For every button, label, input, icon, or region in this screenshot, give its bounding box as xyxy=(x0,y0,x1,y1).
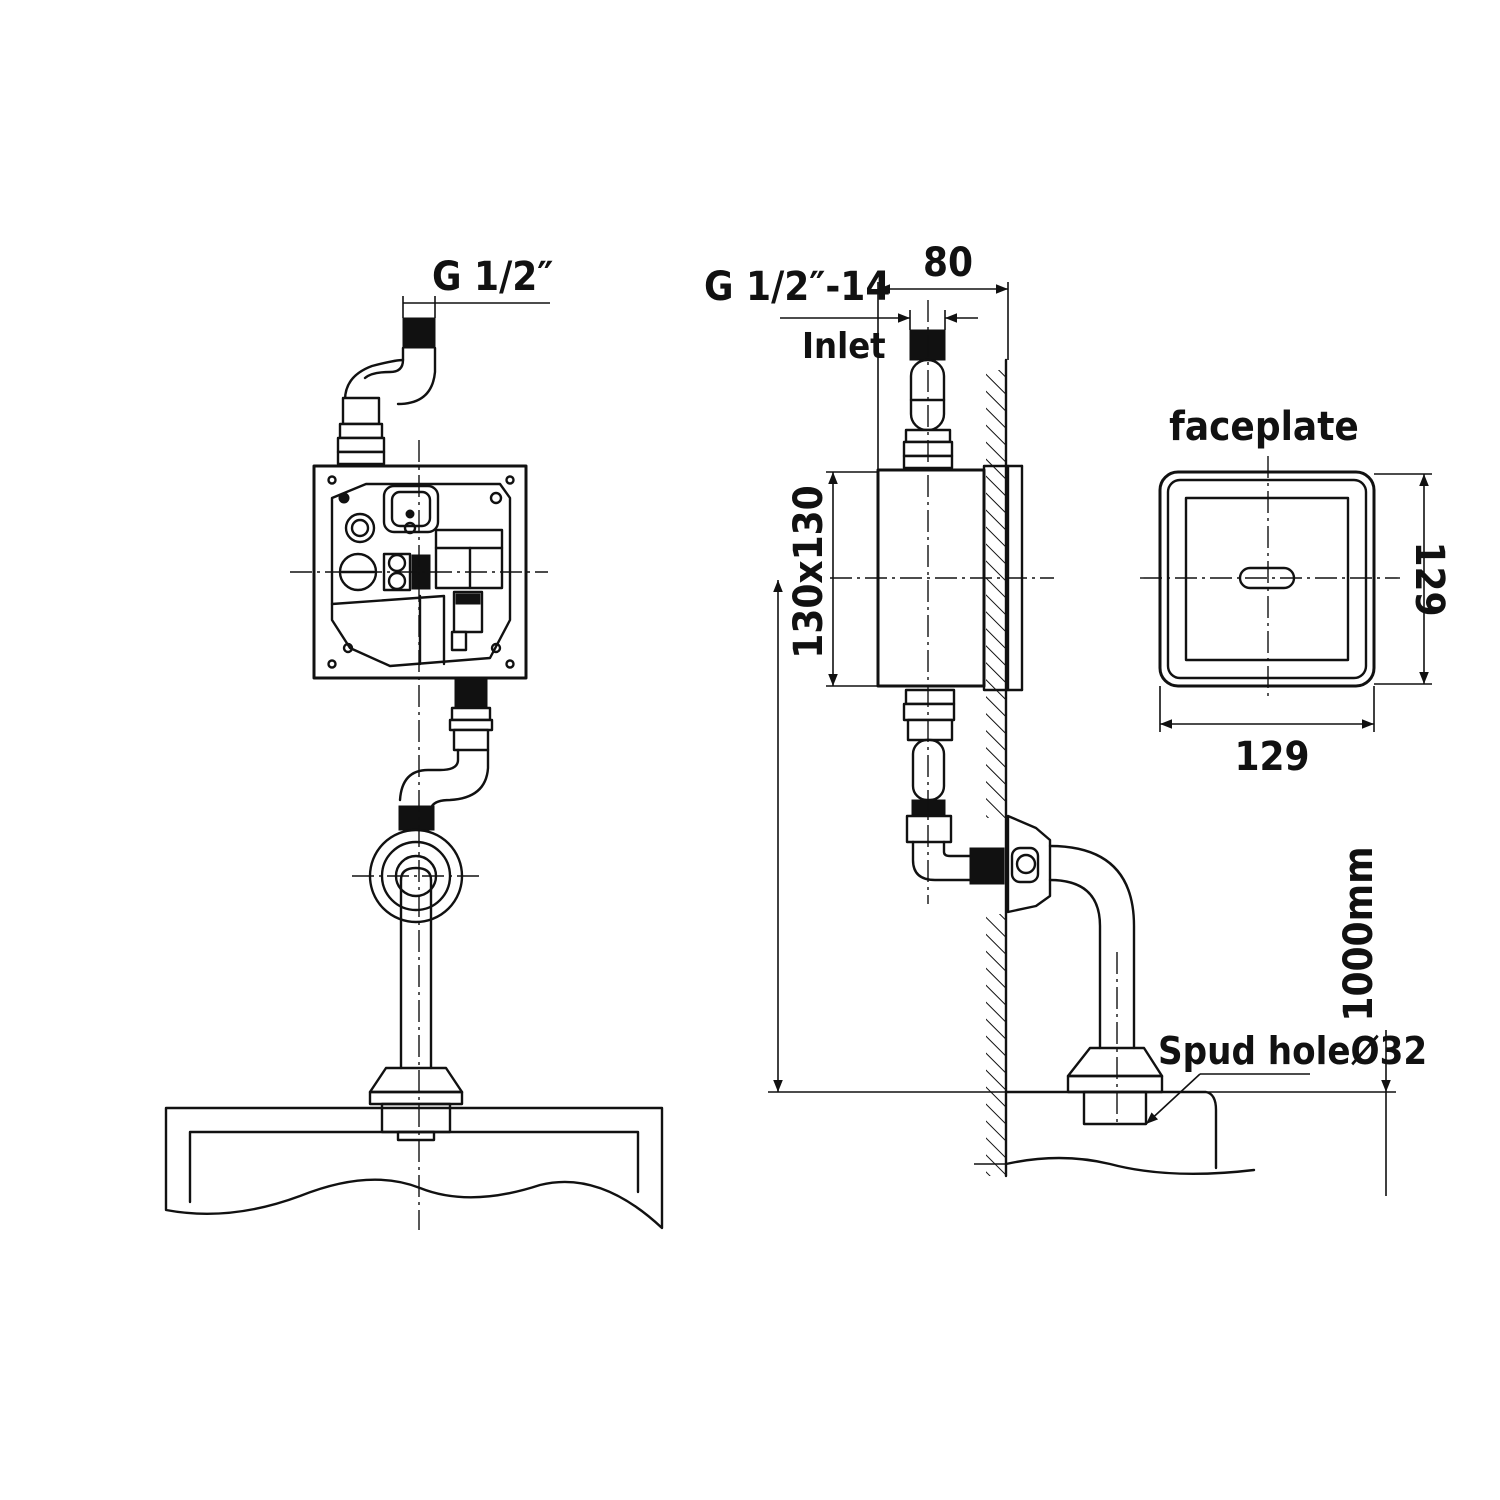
side-thread-label: G 1/2″-14 xyxy=(704,264,890,310)
depth-dimension xyxy=(877,282,1009,470)
faceplate-label: faceplate xyxy=(1169,404,1359,450)
faceplate-height-label: 129 xyxy=(1406,541,1452,616)
front-inlet-pipe xyxy=(336,317,437,466)
inlet-leader xyxy=(780,310,978,330)
side-urinal xyxy=(1004,1090,1256,1176)
front-view: G 1/2″ xyxy=(164,254,664,1230)
inlet-label: Inlet xyxy=(802,326,886,367)
mounting-height-label: 1000mm xyxy=(1336,846,1382,1021)
side-view: 80 G 1/2″-14 Inlet xyxy=(704,240,1427,1196)
height-dimension-left xyxy=(768,580,1006,1093)
spud-hole-label: Spud holeØ32 xyxy=(1158,1029,1427,1073)
faceplate-width-dimension xyxy=(1159,686,1375,732)
front-outlet-pipe xyxy=(368,677,494,1142)
height-dimension-right xyxy=(1162,1030,1396,1196)
side-outlet-pipe xyxy=(902,688,1164,1126)
box-size-label: 130x130 xyxy=(786,485,832,658)
front-urinal xyxy=(164,1106,664,1230)
faceplate-height-dimension xyxy=(1374,473,1432,685)
front-thread-leader xyxy=(402,296,550,318)
faceplate-view: faceplate 129 129 xyxy=(1140,404,1452,780)
box-size-dimension xyxy=(826,471,878,687)
wall xyxy=(974,358,1008,1178)
front-centerlines xyxy=(290,440,548,1230)
spud-hole-leader xyxy=(1145,1073,1310,1125)
depth-label: 80 xyxy=(923,240,973,286)
side-centerlines xyxy=(830,300,1118,1124)
faceplate-width-label: 129 xyxy=(1234,734,1309,780)
front-thread-label: G 1/2″ xyxy=(432,254,553,300)
